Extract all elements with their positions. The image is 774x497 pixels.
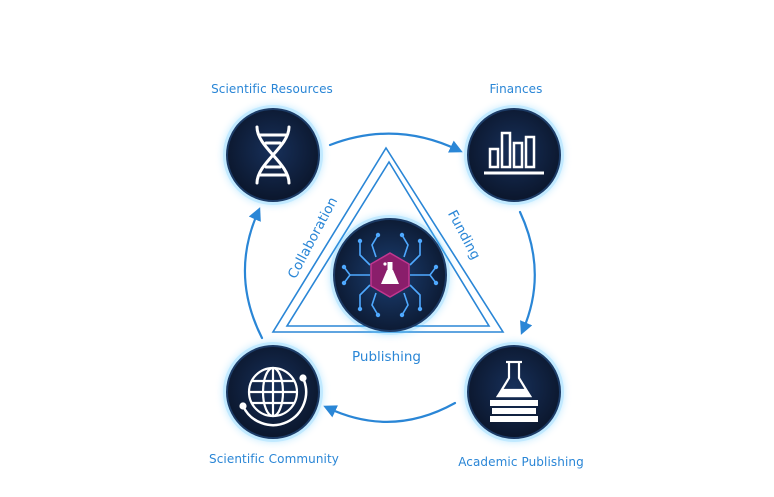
arrow-resources-to-finances bbox=[328, 132, 463, 153]
label-scientific-community: Scientific Community bbox=[209, 452, 339, 466]
bar-chart-icon bbox=[484, 131, 544, 175]
label-finances: Finances bbox=[489, 82, 543, 96]
arrow-finances-to-publishing bbox=[518, 210, 536, 335]
node-center bbox=[330, 215, 450, 335]
flask-books-icon bbox=[490, 360, 538, 422]
dna-icon bbox=[255, 125, 291, 185]
globe-icon bbox=[239, 366, 308, 427]
node-scientific-resources bbox=[223, 105, 323, 205]
node-finances bbox=[464, 105, 564, 205]
cycle-arrows bbox=[243, 132, 536, 423]
label-scientific-resources: Scientific Resources bbox=[211, 82, 333, 96]
arrow-community-to-resources bbox=[243, 207, 264, 340]
circuit-flask-icon bbox=[341, 232, 439, 318]
node-scientific-community bbox=[223, 342, 323, 442]
node-academic-publishing bbox=[464, 342, 564, 442]
label-academic-publishing: Academic Publishing bbox=[458, 455, 584, 469]
arrow-publishing-to-community bbox=[323, 401, 457, 423]
label-publishing: Publishing bbox=[352, 349, 421, 365]
